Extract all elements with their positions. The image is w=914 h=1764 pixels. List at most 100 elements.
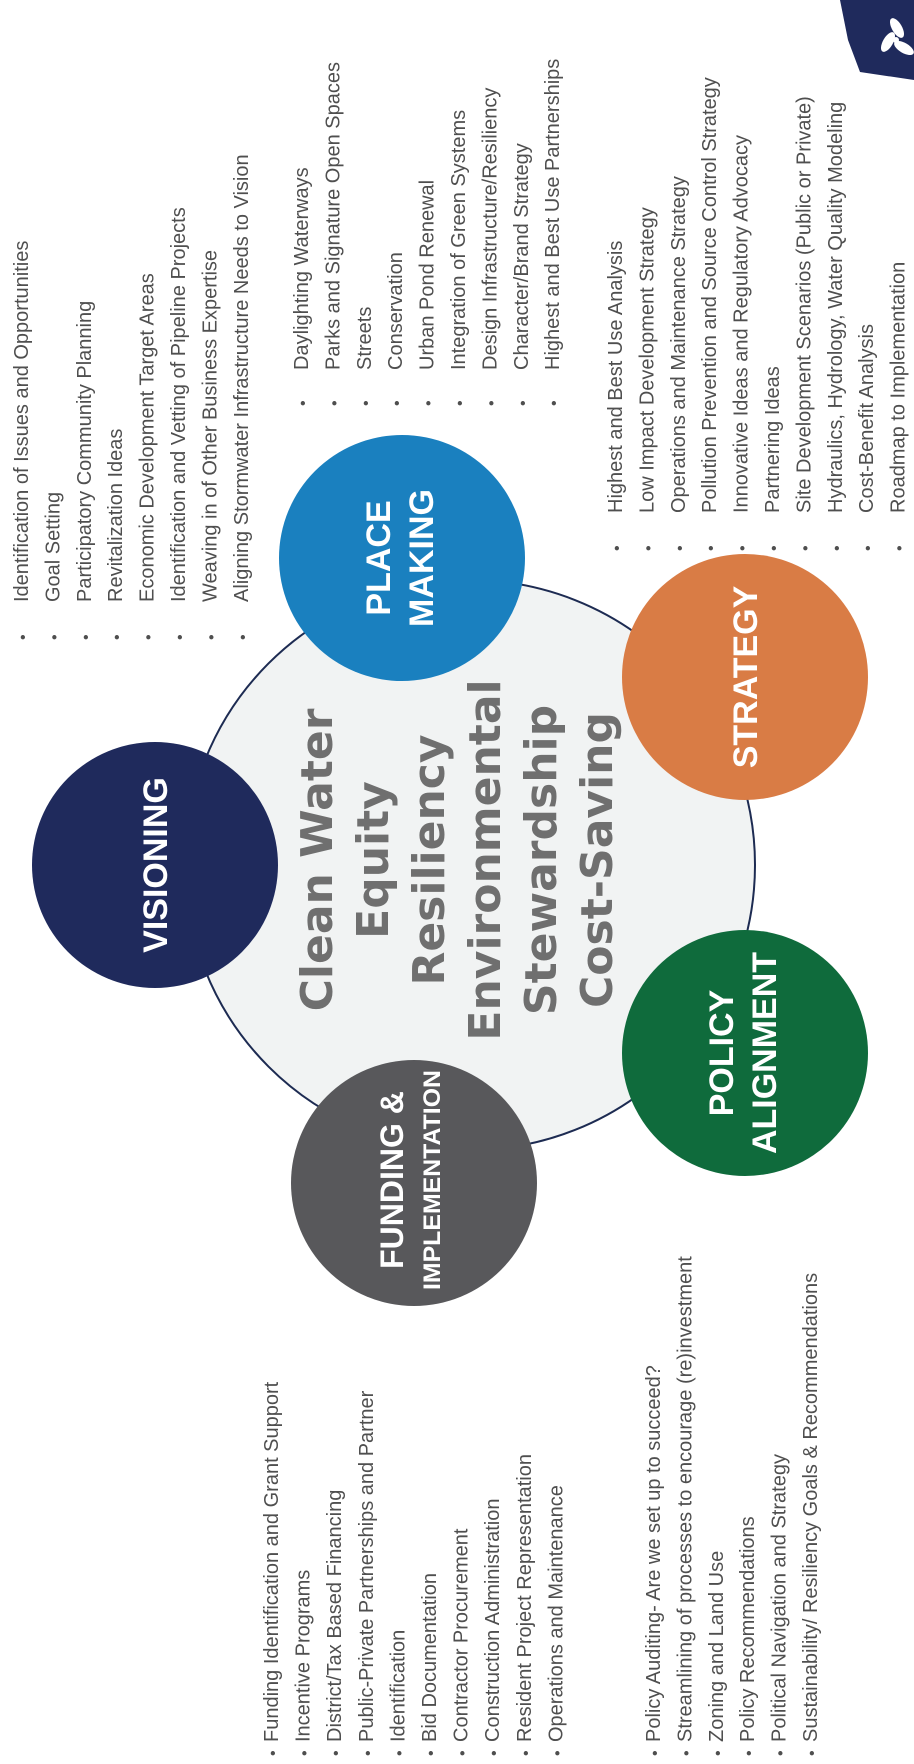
policy-alignment-bullet: • <box>678 1750 695 1756</box>
visioning-item: Identification of Issues and Opportuniti… <box>11 241 33 602</box>
place-making-bullet: • <box>483 400 500 406</box>
strategy-item: Site Development Scenarios (Public or Pr… <box>793 96 815 513</box>
place-making-item: Parks and Signature Open Spaces <box>322 62 344 370</box>
policy-alignment-item: Political Navigation and Strategy <box>769 1454 791 1742</box>
place-making-item: Integration of Green Systems <box>448 110 470 370</box>
place-making-label-line1: PLACE <box>360 500 398 615</box>
visioning-item: Revitalization Ideas <box>105 429 127 602</box>
policy-alignment-label-line1: POLICY <box>703 989 741 1116</box>
place-making-item: Character/Brand Strategy <box>511 143 533 370</box>
strategy-circle <box>622 554 868 800</box>
funding-label-line1: FUNDING & <box>374 1091 410 1269</box>
policy-alignment-bullet: • <box>773 1750 790 1756</box>
policy-alignment-label-line2: ALIGNMENT <box>746 952 784 1154</box>
strategy-item: Pollution Prevention and Source Control … <box>699 77 721 513</box>
strategy-item: Roadmap to Implementation <box>888 262 910 513</box>
funding-list: • Funding Identification and Grant Suppor… <box>261 1381 567 1756</box>
place-making-item: Conservation <box>385 252 407 370</box>
strategy-bullet: • <box>672 545 689 551</box>
visioning-item: Identification and Vetting of Pipeline P… <box>168 207 190 602</box>
visioning-bullet: • <box>46 634 63 640</box>
funding-item: Contractor Procurement <box>451 1528 473 1742</box>
funding-bullet: • <box>549 1750 566 1756</box>
strategy-bullet: • <box>766 545 783 551</box>
strategy-item: Low Impact Development Strategy <box>636 207 658 513</box>
policy-alignment-circle <box>622 930 868 1176</box>
funding-item: Bid Documentation <box>419 1573 441 1742</box>
place-making-circle <box>279 435 525 681</box>
visioning-item: Aligning Stormwater Infrastructure Needs… <box>231 154 253 602</box>
place-making-item: Streets <box>354 307 376 370</box>
policy-alignment-item: Policy Recommendations <box>737 1516 759 1742</box>
place-making-bullet: • <box>421 400 438 406</box>
place-making-bullet: • <box>326 400 343 406</box>
funding-bullet: • <box>265 1750 282 1756</box>
funding-item: District/Tax Based Financing <box>324 1490 346 1742</box>
strategy-bullet: • <box>829 545 846 551</box>
funding-item: Construction Administration <box>482 1499 504 1742</box>
policy-alignment-item: Policy Auditing- Are we set up to succee… <box>643 1365 665 1742</box>
place-making-bullet: • <box>389 400 406 406</box>
funding-bullet: • <box>328 1750 345 1756</box>
place-making-bullet: • <box>295 400 312 406</box>
visioning-list: • Identification of Issues and Opportunit… <box>11 154 253 640</box>
place-making-item: Highest and Best Use Partnerships <box>542 59 564 370</box>
place-making-item: Urban Pond Renewal <box>417 180 439 370</box>
place-making-list: •Daylighting Waterways•Parks and Signatu… <box>291 59 564 406</box>
funding-bullet: • <box>297 1750 314 1756</box>
place-making-bullet: • <box>452 400 469 406</box>
center-value-6: Cost-Saving <box>572 712 623 1008</box>
policy-alignment-bullet: • <box>804 1750 821 1756</box>
policy-alignment-item: Sustainability/ Resiliency Goals & Recom… <box>800 1273 822 1742</box>
visioning-bullet: • <box>141 634 158 640</box>
place-making-item: Design Infrastructure/Resiliency <box>479 88 501 370</box>
policy-alignment-bullet: • <box>741 1750 758 1756</box>
strategy-item: Cost-Benefit Analysis <box>856 324 878 513</box>
place-making-bullet: • <box>358 400 375 406</box>
funding-item: Identification <box>387 1630 409 1742</box>
center-value-1: Clean Water <box>292 708 343 1011</box>
strategy-item: Innovative Ideas and Regulatory Advocacy <box>731 135 753 513</box>
center-value-5: Stewardship <box>516 705 567 1015</box>
strategy-bullet: • <box>735 545 752 551</box>
visioning-bullet: • <box>78 634 95 640</box>
visioning-label: VISIONING <box>137 777 175 953</box>
policy-alignment-bullet: • <box>647 1750 664 1756</box>
visioning-bullet: • <box>172 634 189 640</box>
funding-item: Resident Project Representation <box>514 1454 536 1742</box>
funding-bullet: • <box>455 1750 472 1756</box>
logo-badge <box>840 0 914 80</box>
funding-bullet: • <box>360 1750 377 1756</box>
funding-item: Operations and Maintenance <box>545 1485 567 1742</box>
funding-item: Funding Identification and Grant Support <box>261 1381 283 1742</box>
center-value-2: Equity <box>348 781 399 939</box>
strategy-bullet: • <box>892 545 909 551</box>
strategy-item: Highest and Best Use Analysis <box>605 241 627 513</box>
strategy-item: Operations and Maintenance Strategy <box>668 176 690 513</box>
logo <box>840 0 914 80</box>
visioning-item: Weaving in of Other Business Expertise <box>199 250 221 602</box>
strategy-list: • Highest and Best Use Analysis • Low Impac… <box>605 77 910 551</box>
visioning-bullet: • <box>109 634 126 640</box>
policy-alignment-bullet: • <box>710 1750 727 1756</box>
visioning-item: Goal Setting <box>42 492 64 602</box>
funding-item: Public-Private Partnerships and Partner <box>356 1390 378 1742</box>
visioning-item: Economic Development Target Areas <box>137 273 159 602</box>
place-making-bullet: • <box>546 400 563 406</box>
policy-alignment-item: Streamlining of processes to encourage (… <box>674 1256 696 1742</box>
center-value-3: Resiliency <box>404 734 455 985</box>
policy-alignment-item: Zoning and Land Use <box>706 1551 728 1742</box>
strategy-bullet: • <box>703 545 720 551</box>
funding-bullet: • <box>391 1750 408 1756</box>
visioning-circle <box>32 742 278 988</box>
strategy-item: Hydraulics, Hydrology, Water Quality Mod… <box>825 102 847 513</box>
policy-alignment-list: • Policy Auditing- Are we set up to succe… <box>643 1256 822 1756</box>
strategy-bullet: • <box>640 545 657 551</box>
leaf-emblem-icon <box>881 18 914 55</box>
strategy-bullet: • <box>609 545 626 551</box>
visioning-bullet: • <box>235 634 252 640</box>
strategy-item: Partnering Ideas <box>762 366 784 513</box>
strategy-label: STRATEGY <box>727 585 765 768</box>
strategy-bullet: • <box>797 545 814 551</box>
